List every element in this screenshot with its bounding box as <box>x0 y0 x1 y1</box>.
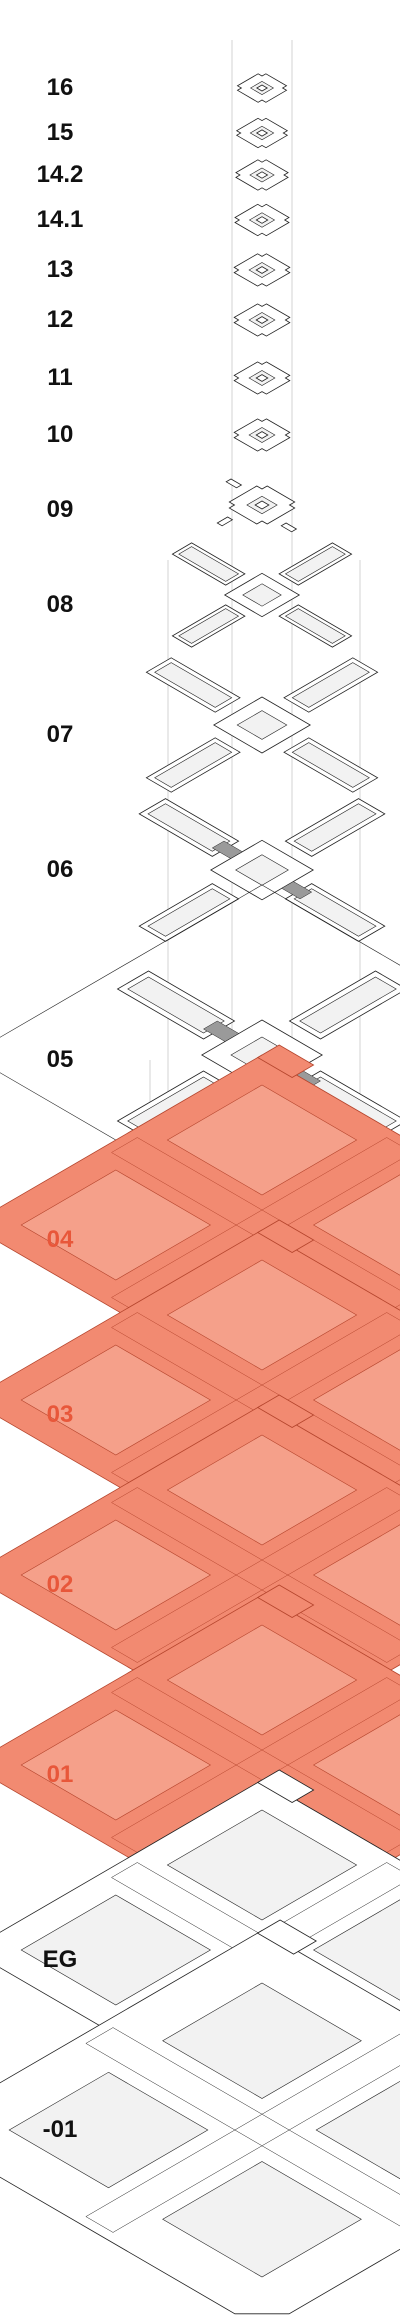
floor-label: 03 <box>46 1401 74 1428</box>
floor-label: 04 <box>46 1226 74 1253</box>
floor-plan-14.1 <box>234 203 290 237</box>
floor-plan-07 <box>145 657 379 793</box>
floor-label: 06 <box>46 856 74 883</box>
floor-plan-06 <box>138 798 386 942</box>
floor-label: EG <box>42 1946 78 1973</box>
floor-label: 15 <box>46 119 74 146</box>
floor-plan-13 <box>233 253 291 287</box>
floor-label: 07 <box>46 721 74 748</box>
floor-label: -01 <box>42 2116 78 2143</box>
floor-plan--01 <box>0 1919 400 2315</box>
floor-plan-02 <box>0 1394 400 1731</box>
floor-plan-16 <box>236 73 288 103</box>
floor-plan-14.2 <box>235 159 289 191</box>
floor-plan-12 <box>233 303 291 337</box>
floor-label: 02 <box>46 1571 74 1598</box>
floor-plan-10 <box>233 418 291 452</box>
floor-plan-15 <box>235 117 289 149</box>
floor-label: 09 <box>46 496 74 523</box>
floor-plan-09 <box>216 478 298 533</box>
floor-plan-11 <box>233 361 291 395</box>
floor-label: 16 <box>46 74 74 101</box>
floor-label: 12 <box>46 306 74 333</box>
floor-label: 10 <box>46 421 74 448</box>
floor-label: 11 <box>47 364 73 391</box>
floor-label: 14.2 <box>36 161 84 188</box>
floor-label: 01 <box>46 1761 74 1788</box>
floor-plan-08 <box>171 542 353 648</box>
floor-label: 05 <box>46 1046 74 1073</box>
floor-label: 14.1 <box>36 206 84 233</box>
floor-label: 13 <box>46 256 74 283</box>
floor-label: 08 <box>46 591 74 618</box>
